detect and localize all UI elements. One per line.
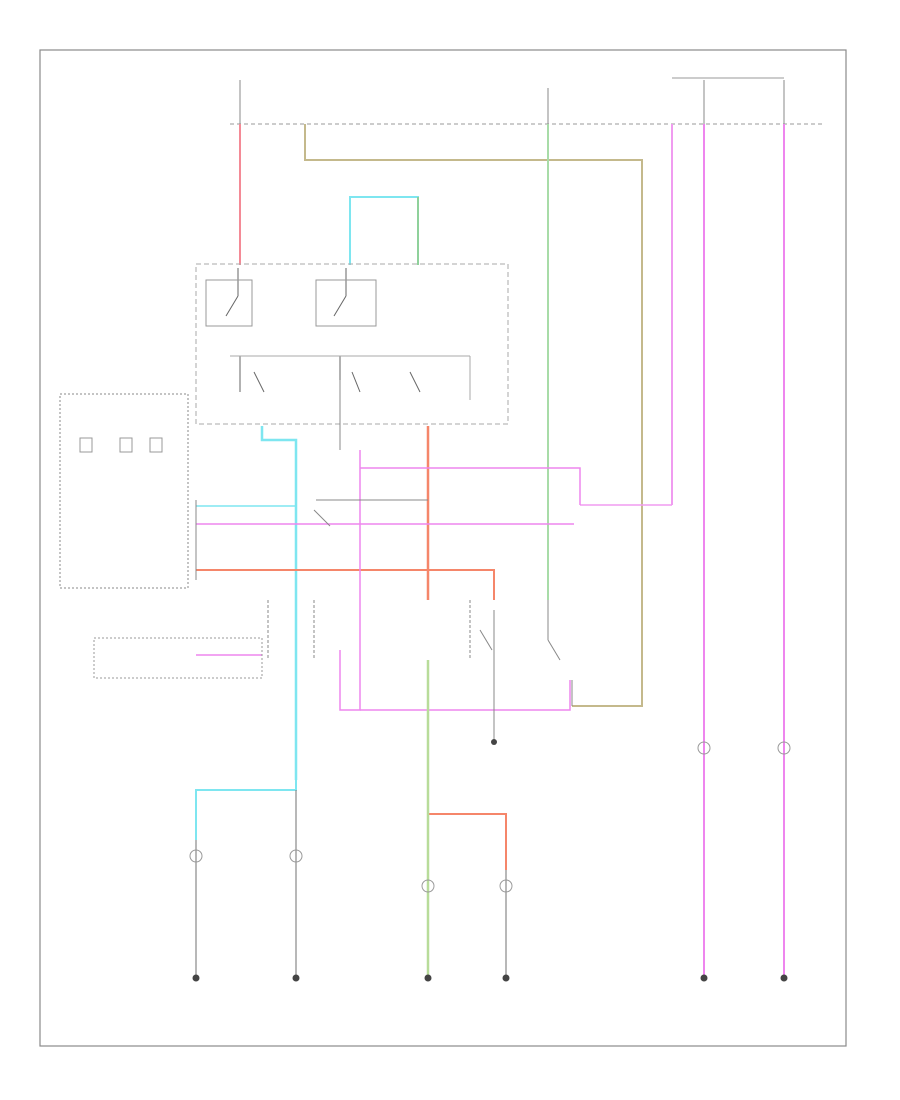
wire-light-blue-main (260, 426, 298, 780)
wire-orange-lower (428, 813, 507, 870)
ground-7 (491, 739, 497, 745)
instrument-cluster-box (59, 393, 189, 589)
ground-4 (502, 974, 510, 982)
wire-magenta-loop (360, 467, 581, 505)
ground-3 (424, 974, 432, 982)
lamp-2 (289, 849, 303, 863)
wire-magenta-bottom (360, 680, 571, 711)
diagram-frame (39, 49, 847, 1047)
wire-orange-horizontal (196, 569, 495, 600)
lamp-5 (697, 741, 711, 755)
lamp-4 (499, 879, 513, 893)
lamp-6 (777, 741, 791, 755)
wire-dark-internal (195, 380, 573, 740)
wire-blue-green-feed (349, 196, 419, 265)
wire-tan (304, 124, 643, 707)
dimmer-switch-box (93, 637, 263, 679)
lamp-feeds (195, 790, 507, 975)
ground-2 (292, 974, 300, 982)
headlamp-switch-box (195, 263, 509, 425)
wire-magenta-left (339, 450, 361, 711)
ground-1 (192, 974, 200, 982)
wire-light-blue-branch (195, 780, 297, 840)
cluster-indicators (79, 437, 163, 453)
switch-contacts (205, 268, 471, 400)
lamp-1 (189, 849, 203, 863)
ground-6 (780, 974, 788, 982)
fuse-markers (239, 80, 785, 124)
lamp-3 (421, 879, 435, 893)
ground-5 (700, 974, 708, 982)
